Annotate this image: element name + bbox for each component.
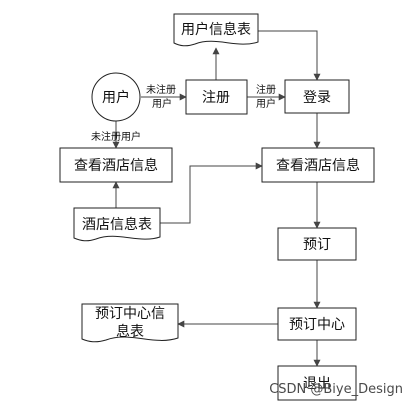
node-hotel-info-table-label: 酒店信息表 [82, 216, 152, 233]
node-booking-center-table-label-line1: 预订中心信 [95, 306, 165, 322]
node-booking: 预订 [277, 227, 357, 261]
node-view-hotel-right: 查看酒店信息 [261, 147, 375, 183]
node-booking-label: 预订 [303, 237, 331, 253]
node-user-info-table: 用户信息表 [173, 13, 259, 47]
node-view-hotel-left: 查看酒店信息 [59, 147, 173, 183]
node-register-label: 注册 [202, 90, 230, 106]
edge-label-registered-line2: 用户 [256, 97, 276, 110]
node-booking-center-table-label-line2: 息表 [116, 323, 144, 340]
node-login-label: 登录 [303, 90, 331, 106]
node-logout-label: 退出 [303, 376, 331, 392]
node-user-info-table-label: 用户信息表 [181, 21, 251, 38]
node-booking-center: 预订中心 [277, 307, 357, 341]
node-view-hotel-left-label: 查看酒店信息 [74, 157, 158, 174]
node-user: 用户 [91, 72, 141, 122]
node-register: 注册 [185, 79, 248, 115]
edge-label-not-registered-a-line1: 未注册 [146, 83, 176, 96]
edge-label-registered-line1: 注册 [256, 83, 276, 96]
node-view-hotel-right-label: 查看酒店信息 [276, 157, 360, 174]
edge-hotel-table-to-view-hotel-right [160, 162, 263, 224]
edge-label-not-registered-b: 未注册用户 [91, 130, 141, 143]
node-user-label: 用户 [102, 89, 130, 106]
watermark: CSDN @Biye_Design [269, 382, 403, 397]
node-logout: 退出 [277, 365, 357, 401]
node-booking-center-label: 预订中心 [289, 317, 345, 333]
node-booking-center-table: 预订中心信 息表 [81, 303, 179, 343]
edge-user-info-table-to-login [258, 30, 321, 81]
node-login: 登录 [284, 79, 350, 114]
node-hotel-info-table: 酒店信息表 [73, 207, 161, 242]
edge-label-not-registered-a-line2: 用户 [152, 97, 172, 110]
